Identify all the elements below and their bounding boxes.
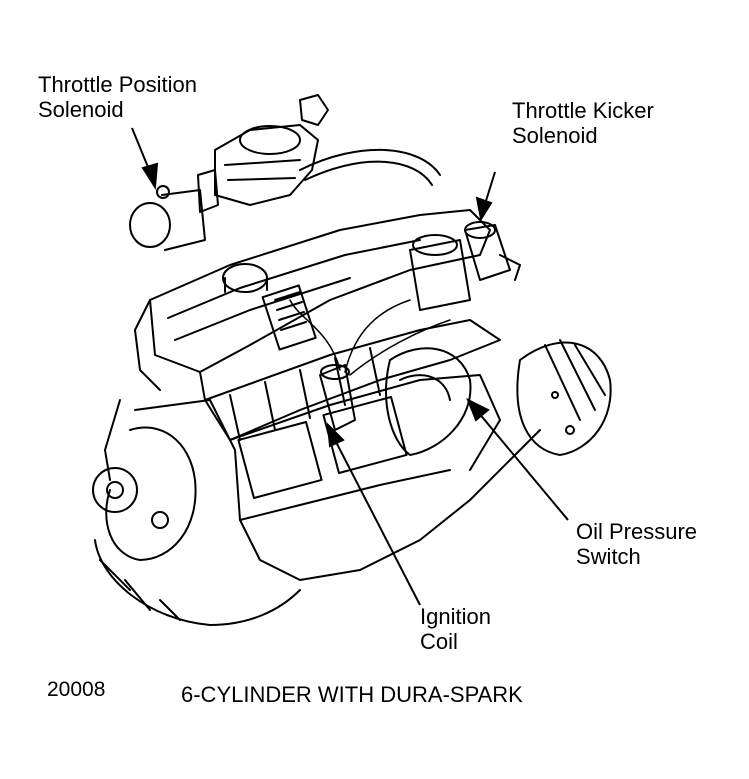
air-pump [409, 221, 521, 311]
label-line: Throttle Position [38, 72, 197, 97]
throttle-position-solenoid-label: Throttle Position Solenoid [38, 72, 197, 122]
label-line: Coil [420, 629, 458, 654]
valve-cover [134, 209, 491, 401]
carburetor [197, 94, 329, 213]
engine-block [104, 374, 541, 581]
label-line: Throttle Kicker [512, 98, 654, 123]
front-pulley [92, 426, 301, 626]
ignition-coil-label: Ignition Coil [420, 604, 491, 654]
bell-housing [516, 339, 612, 456]
spark-plug-wires [289, 299, 451, 376]
label-line: Solenoid [512, 123, 598, 148]
figure-number: 20008 [47, 678, 106, 701]
distributor [319, 364, 356, 431]
label-line: Oil Pressure [576, 519, 698, 544]
figure-caption: 6-CYLINDER WITH DURA-SPARK [181, 682, 523, 707]
label-line: Solenoid [38, 97, 124, 122]
label-line: Ignition [420, 604, 491, 629]
throttle-kicker-solenoid-label: Throttle Kicker Solenoid [512, 98, 654, 148]
label-line: Switch [576, 544, 641, 569]
fuel-line [299, 148, 441, 186]
oil-pressure-switch-label: Oil Pressure Switch [576, 519, 697, 569]
manifold [204, 319, 501, 456]
callout-arrows [131, 127, 569, 606]
throttle-position-solenoid [129, 185, 206, 251]
